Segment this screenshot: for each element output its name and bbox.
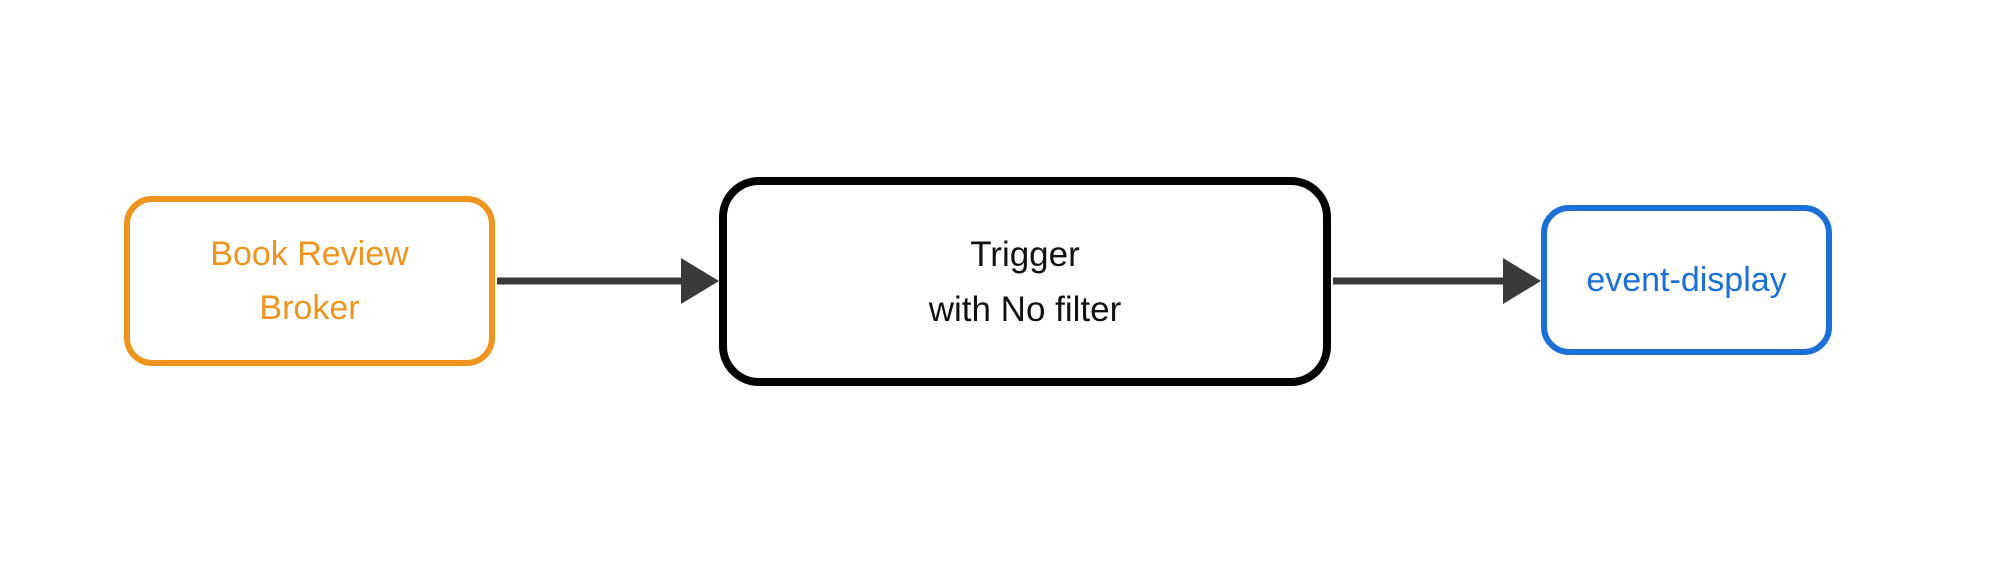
node-trigger: Trigger with No filter: [719, 177, 1331, 386]
node-event-display: event-display: [1541, 205, 1832, 355]
node-event-display-label: event-display: [1586, 261, 1787, 299]
node-book-review-broker: Book Review Broker: [124, 196, 495, 366]
node-trigger-label-line2: with No filter: [928, 289, 1122, 329]
arrowhead-icon-trigger-to-event-display: [1503, 258, 1541, 304]
node-trigger-label-line1: Trigger: [970, 234, 1080, 274]
node-book-review-broker-label-line2: Broker: [259, 289, 360, 327]
node-book-review-broker-label-line1: Book Review: [210, 235, 409, 273]
arrowhead-icon-broker-to-trigger: [681, 258, 719, 304]
